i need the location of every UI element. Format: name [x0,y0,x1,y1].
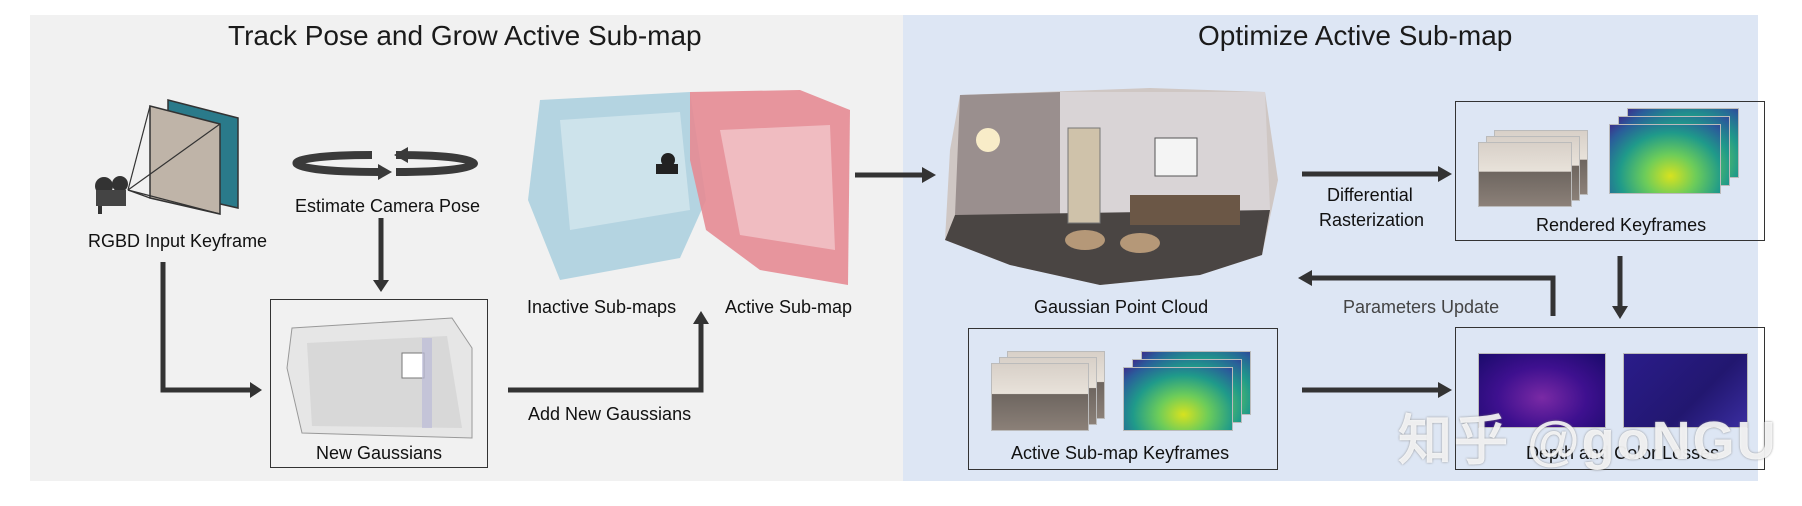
inactive-submaps-label: Inactive Sub-maps [527,297,677,317]
keyframe-rgb-thumb-front [991,363,1089,431]
pose-cycle-icon [292,147,478,180]
submap-point-cloud [528,90,850,285]
rgbd-input-label: RGBD Input Keyframe [88,231,268,251]
gaussian-point-cloud-image [945,88,1278,285]
losses-box [1455,327,1765,470]
active-keyframes-box [968,328,1278,470]
estimate-pose-label: Estimate Camera Pose [295,196,481,216]
rendered-rgb-thumb-front [1478,142,1572,207]
color-loss-thumb [1478,353,1606,428]
new-gaussians-box [270,299,488,468]
arrow-rendered-to-losses [1612,256,1628,319]
active-submap-label: Active Sub-map [725,297,853,317]
arrow-gaussians-to-submap [508,311,709,393]
rgbd-keyframe-planes [127,99,239,215]
losses-label: Depth and Color Losses [1526,443,1720,463]
depth-loss-thumb [1623,353,1748,428]
rendered-depth-thumb-front [1609,124,1721,194]
new-gaussians-points [286,317,473,439]
parameters-update-label: Parameters Update [1343,297,1500,317]
rasterization-label: Rasterization [1319,210,1425,230]
arrow-submap-to-cloud [855,167,936,183]
arrow-parameters-update [1298,270,1556,316]
camera-icon [95,176,128,214]
watermark: 知乎 @goNGU [1398,411,1778,471]
rendered-keyframes-box [1455,101,1765,241]
arrow-cloud-to-rendered [1302,166,1452,182]
add-gaussians-label: Add New Gaussians [528,404,692,424]
new-gaussians-label: New Gaussians [316,443,443,463]
rendered-keyframes-label: Rendered Keyframes [1536,215,1707,235]
active-keyframes-label: Active Sub-map Keyframes [1011,443,1230,463]
arrow-pose-to-gaussians [373,218,389,292]
keyframe-depth-thumb-front [1123,367,1233,431]
gaussian-cloud-label: Gaussian Point Cloud [1034,297,1209,317]
differential-label: Differential [1327,185,1413,205]
right-panel-title: Optimize Active Sub-map [1198,20,1513,51]
left-panel-title: Track Pose and Grow Active Sub-map [228,20,702,51]
arrow-keyframes-to-losses [1302,382,1452,398]
arrow-input-to-gaussians [160,262,262,398]
